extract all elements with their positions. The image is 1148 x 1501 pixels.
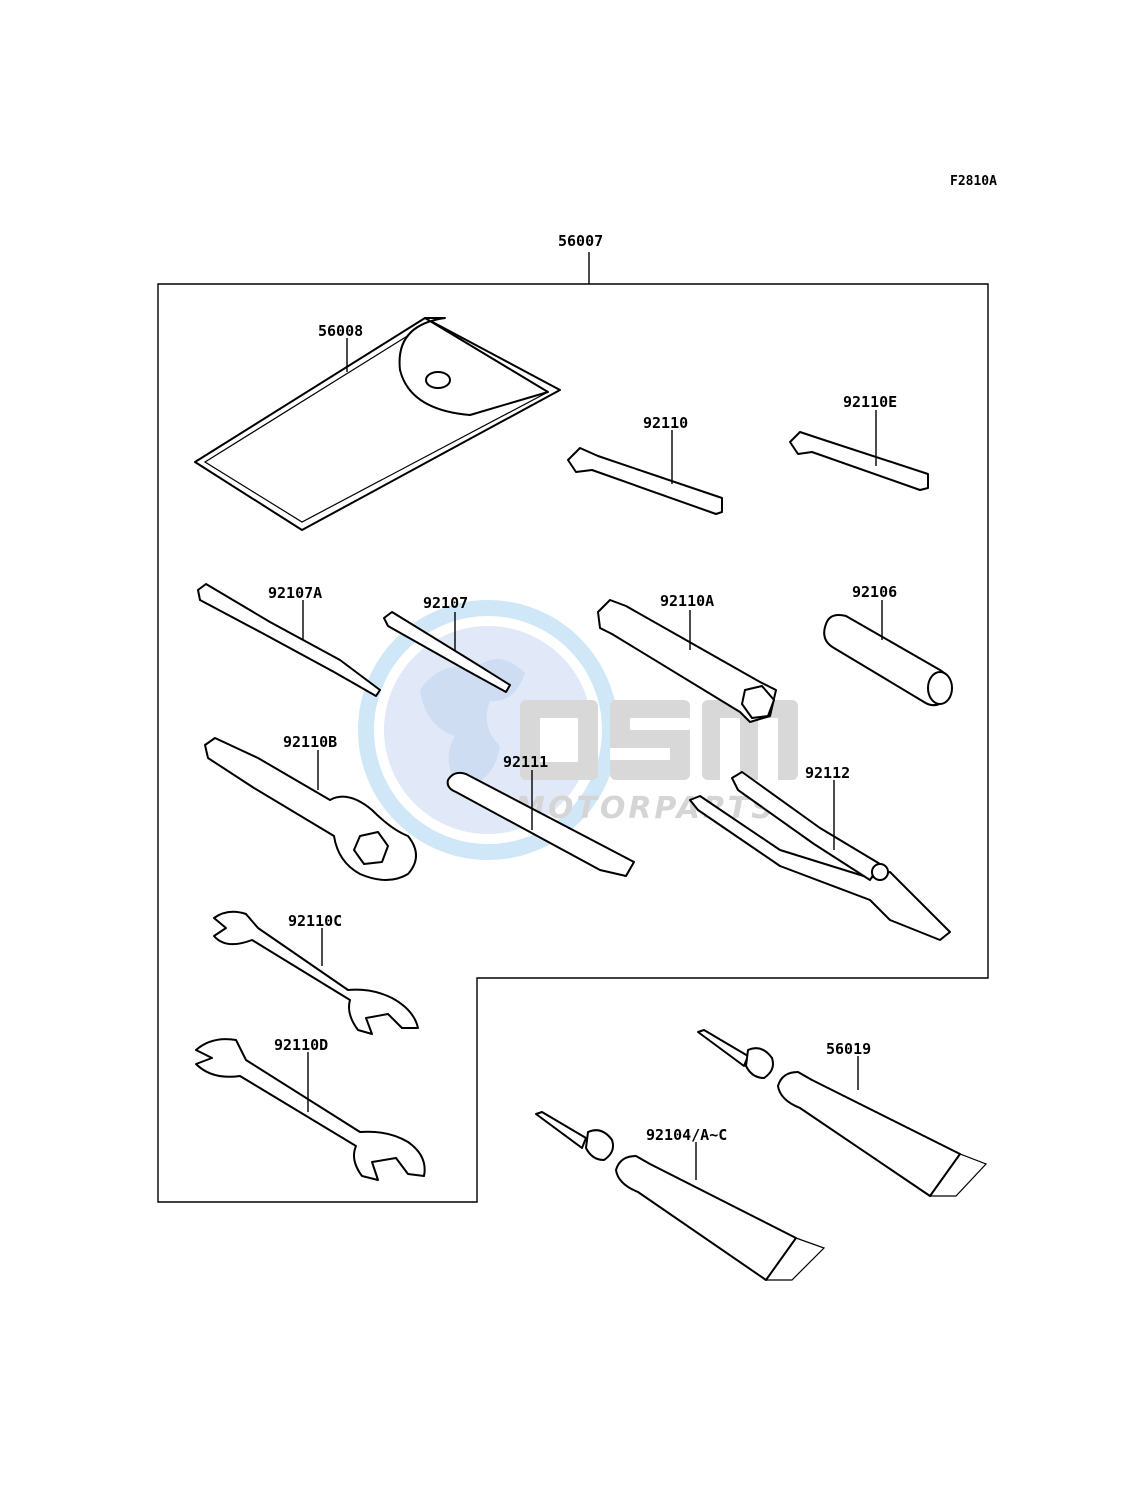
handle[interactable]: 92106 bbox=[823, 583, 953, 707]
pliers[interactable]: 92112 bbox=[689, 764, 951, 941]
label-92110c[interactable]: 92110C bbox=[288, 912, 342, 930]
label-92104[interactable]: 92104/A~C bbox=[646, 1126, 727, 1144]
label-92107a[interactable]: 92107A bbox=[268, 584, 322, 602]
kit-label[interactable]: 56007 bbox=[558, 232, 603, 250]
label-92112[interactable]: 92112 bbox=[805, 764, 850, 782]
label-92110b[interactable]: 92110B bbox=[283, 733, 337, 751]
bar[interactable]: 92111 bbox=[446, 753, 635, 877]
label-92110[interactable]: 92110 bbox=[643, 414, 688, 432]
watermark-logo: MOTORPARTS bbox=[358, 600, 798, 860]
tool-case[interactable]: 56008 bbox=[194, 317, 561, 531]
label-92106[interactable]: 92106 bbox=[852, 583, 897, 601]
label-92110e[interactable]: 92110E bbox=[843, 393, 897, 411]
label-92111[interactable]: 92111 bbox=[503, 753, 548, 771]
diagram-ref-code: F2810A bbox=[950, 174, 997, 189]
screwdriver-a[interactable]: 92107A bbox=[197, 583, 381, 697]
spanner-c[interactable]: 92110C bbox=[213, 910, 419, 1035]
box-wrench-a[interactable]: 92110A bbox=[597, 592, 777, 723]
grease-tube-92104[interactable]: 92104/A~C bbox=[535, 1111, 826, 1281]
grease-tube-56019[interactable]: 56019 bbox=[697, 1029, 988, 1197]
hex-key-e[interactable]: 92110E bbox=[789, 393, 929, 491]
spanner-d[interactable]: 92110D bbox=[195, 1036, 426, 1181]
label-92110d[interactable]: 92110D bbox=[274, 1036, 328, 1054]
hex-key[interactable]: 92110 bbox=[567, 414, 723, 515]
kit-outline bbox=[157, 283, 989, 1203]
ring-wrench-b[interactable]: 92110B bbox=[204, 733, 417, 881]
screwdriver[interactable]: 92107 bbox=[383, 594, 511, 693]
label-92107[interactable]: 92107 bbox=[423, 594, 468, 612]
label-92110a[interactable]: 92110A bbox=[660, 592, 714, 610]
label-56008[interactable]: 56008 bbox=[318, 322, 363, 340]
label-56019[interactable]: 56019 bbox=[826, 1040, 871, 1058]
